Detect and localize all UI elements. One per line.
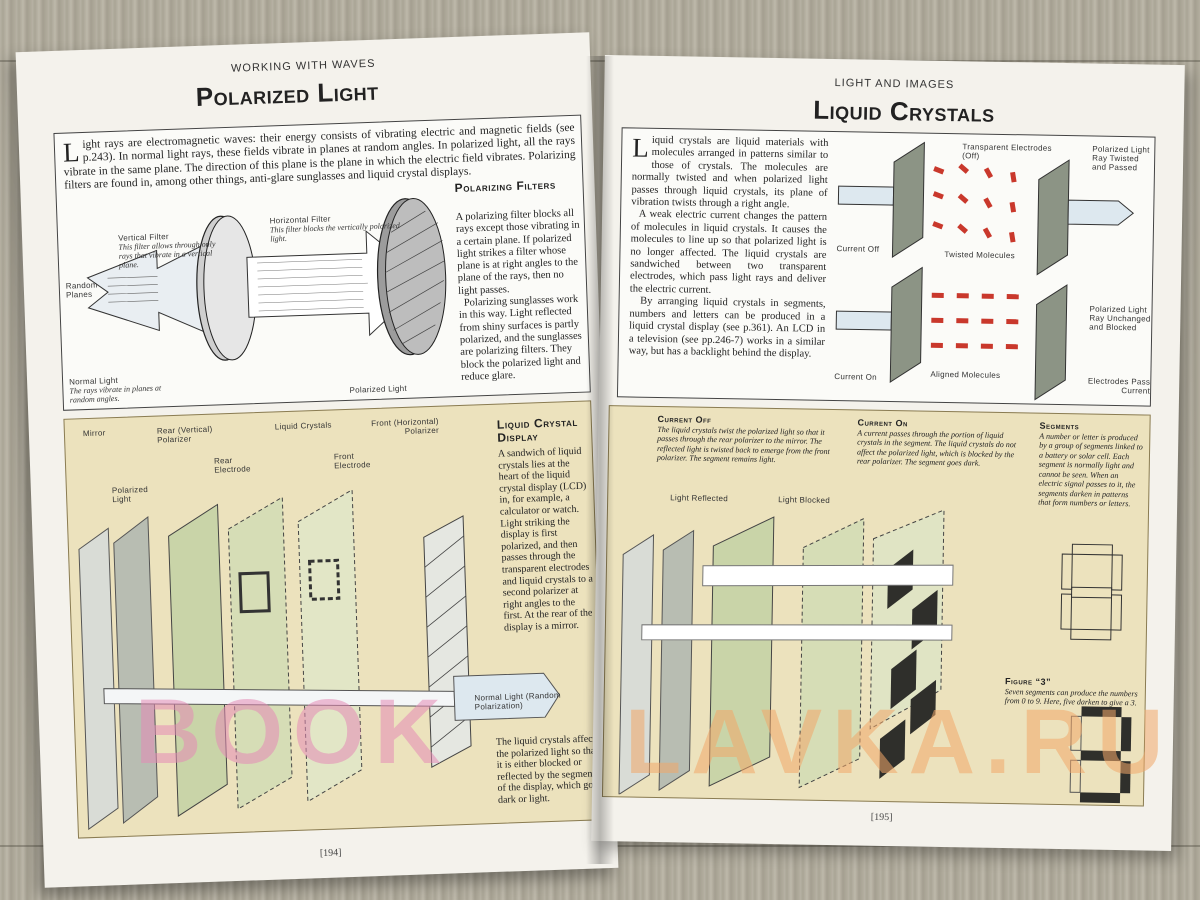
random-planes-label: Random Planes	[65, 280, 98, 300]
light-blocked-label: Light Blocked	[778, 495, 831, 505]
electrodes-pass-label: Electrodes Pass Current	[1087, 376, 1151, 396]
polarized-light-lcd-label: Polarized Light	[111, 484, 149, 505]
segment-a	[1071, 543, 1113, 556]
twisted-molecules-label: Twisted Molecules	[944, 249, 1016, 261]
lcd-layers-diagram	[78, 488, 560, 831]
aligned-molecules-label: Aligned Molecules	[930, 369, 1001, 380]
mirror-layer	[618, 533, 655, 796]
aligned-molecules	[930, 292, 1019, 350]
polarizing-filters-text: A polarizing filter blocks all rays exce…	[455, 207, 582, 383]
lcd-text: A sandwich of liquid crystals lies at th…	[497, 445, 594, 634]
segment-g-dark	[1080, 750, 1121, 762]
paragraph: A weak electric current changes the patt…	[629, 209, 828, 296]
rear-polarizer-layer	[113, 515, 159, 824]
mirror-layer	[78, 527, 119, 831]
lcd-title: Liquid Crystal Display	[496, 414, 579, 445]
rear-electrode-layer	[168, 503, 228, 817]
light-ray-in	[835, 310, 892, 331]
segment-c-dark	[1120, 761, 1131, 794]
transparent-electrodes-label: Transparent Electrodes (Off)	[962, 142, 1052, 161]
blocked-ray	[641, 624, 953, 641]
light-ray-in	[837, 185, 895, 206]
segment-e-off	[1069, 759, 1082, 793]
segment-b	[1111, 554, 1123, 591]
drop-cap: L	[632, 132, 650, 163]
segment-e	[1060, 593, 1073, 630]
page-header: LIGHT AND IMAGES	[834, 77, 955, 92]
table-plank-seam	[0, 60, 1200, 62]
segment-d-dark	[1079, 792, 1121, 804]
front-layer	[869, 509, 945, 730]
segment-f	[1061, 553, 1073, 590]
twisted-light-out	[1067, 199, 1135, 226]
page-number: [195]	[870, 811, 893, 824]
paragraph: By arranging liquid crystals in segments…	[628, 295, 826, 360]
electrode-plate	[1036, 159, 1070, 276]
front-electrode-label: Front Electrode	[333, 451, 371, 471]
rear-polarizer-layer	[658, 529, 695, 791]
liquid-crystal-diagram	[835, 141, 1135, 401]
segment-d	[1070, 628, 1112, 641]
segment-g	[1071, 586, 1113, 599]
front-electrode-layer	[297, 488, 363, 803]
segment-f-off	[1070, 715, 1082, 751]
random-planes-hatching	[107, 276, 159, 303]
page-number: [194]	[319, 847, 342, 860]
watermark-right: LAVKA.RU	[625, 691, 1174, 793]
rear-electrode-label: Rear Electrode	[213, 455, 251, 475]
electrode-plate	[891, 141, 925, 258]
intro-text: iquid crystals are liquid materials with…	[631, 134, 829, 211]
electrode-plate	[1034, 284, 1068, 401]
watermark-left: BOOK	[135, 681, 451, 783]
polarizing-filters-title: Polarizing Filters	[454, 177, 557, 196]
normal-light-arrow	[453, 672, 560, 721]
segment-diagram	[618, 509, 954, 796]
light-reflected-label: Light Reflected	[670, 493, 729, 504]
segment-a-dark	[1081, 706, 1122, 718]
polarized-hatching	[257, 259, 368, 312]
polarizing-filter-diagram	[86, 197, 447, 361]
segment-c	[1110, 594, 1123, 631]
polarized-twisted-label: Polarized Light Ray Twisted and Passed	[1091, 144, 1150, 173]
segment-seven-outline	[1060, 543, 1123, 641]
liquid-crystal-layer	[227, 496, 293, 810]
segment-outline	[307, 558, 341, 601]
normal-light-random-label: Normal Light (Random Polarization)	[474, 690, 561, 712]
horizontal-filter-lines	[385, 210, 446, 345]
segment-outline	[238, 571, 271, 614]
page-title: Polarized Light	[195, 75, 380, 113]
rear-polarizer-label: Rear (Vertical) Polarizer	[156, 424, 213, 445]
drop-cap: L	[62, 137, 81, 168]
twisted-molecules	[932, 163, 1017, 243]
front-polarizer-label: Front (Horizontal) Polarizer	[370, 416, 440, 436]
segment-b-dark	[1120, 717, 1132, 752]
page-title: Liquid Crystals	[813, 94, 995, 128]
electrode-plate	[889, 266, 923, 383]
reflected-ray	[702, 564, 954, 587]
book-gutter-shadow	[586, 56, 614, 864]
lcd-panel: Mirror Rear (Vertical) Polarizer Liquid …	[63, 400, 606, 839]
figure-3-display	[1069, 706, 1132, 804]
polarized-unchanged-label: Polarized Light Ray Unchanged and Blocke…	[1089, 304, 1151, 333]
current-off-label: Current Off	[836, 244, 880, 254]
current-on-label: Current On	[834, 372, 877, 382]
